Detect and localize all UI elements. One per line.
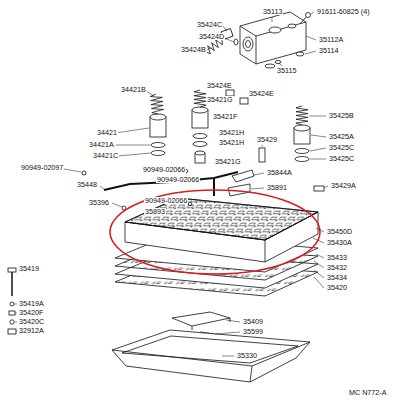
callout-number: 35891 (266, 184, 288, 191)
callout-number: MC N772-A (348, 389, 388, 396)
spring (150, 94, 163, 114)
bolt (11, 272, 13, 296)
callout-number: 35425C (328, 144, 355, 151)
callout-number: 35419 (18, 265, 40, 272)
callout-number: 35432 (326, 264, 348, 271)
callout-number: 35893 (144, 208, 166, 215)
callout-number: 35425A (328, 133, 355, 140)
spring (296, 106, 308, 125)
callout-number: 34421A (88, 141, 115, 148)
callout-number: 90949-02066 (144, 197, 188, 204)
highlight-ellipse (110, 190, 320, 274)
spring (206, 40, 222, 54)
bolt (314, 186, 324, 191)
callout-number: 90949-02066 (142, 166, 186, 173)
callout-number: 35115 (276, 67, 297, 74)
callout-number: 35421H (218, 129, 245, 136)
callout-number: 35844A (266, 169, 293, 176)
callout-number: 90949-02066 (156, 176, 200, 183)
callout-number: 35448 (76, 181, 98, 188)
oil-pan (112, 330, 310, 366)
callout-number: 35433 (326, 254, 348, 261)
callout-number: 34421B (120, 86, 147, 93)
callout-number: 35450D (326, 228, 353, 235)
callout-number: 35420F (18, 309, 44, 316)
callout-number: 35420 (326, 284, 348, 291)
callout-number: 35425B (328, 112, 355, 119)
callout-number: 35429 (256, 136, 278, 143)
callout-number: 35424C (196, 21, 223, 28)
callout-number: 35421F (212, 113, 238, 120)
oil-tube (104, 172, 238, 190)
callout-number: 35421G (206, 96, 234, 103)
bolt (306, 13, 311, 18)
callout-number: 35419A (18, 300, 45, 307)
callout-number: 35429A (330, 182, 357, 189)
parts (8, 12, 324, 382)
strainer (172, 312, 230, 326)
check-ball (82, 171, 86, 175)
callout-number: 90949-02097 (20, 164, 64, 171)
callout-number: 34421 (96, 129, 118, 136)
valve-housing (240, 12, 306, 64)
callout-number: 91611-60825 (4) (316, 8, 371, 15)
spring (194, 90, 206, 107)
callout-number: 35112A (318, 36, 344, 43)
leader-lines (14, 12, 328, 356)
callout-number: 35113 (262, 8, 283, 15)
callout-number: 35396 (88, 199, 110, 206)
callout-number: 35409 (242, 318, 264, 325)
callout-number: 35430A (326, 239, 353, 246)
callout-number: 35330 (236, 352, 258, 359)
callout-number: 35424E (206, 82, 233, 89)
callout-number: 35114 (318, 47, 339, 54)
callout-number: 35425C (328, 155, 355, 162)
o-ring (265, 64, 275, 68)
callout-number: 34421C (92, 152, 119, 159)
callout-number: 35434 (326, 274, 348, 281)
callout-number: 35421G (214, 158, 242, 165)
callout-number: 35599 (242, 328, 264, 335)
callout-number: 35424D (198, 33, 225, 40)
o-ring (151, 143, 165, 148)
callout-number: 35424E (248, 90, 275, 97)
callout-number: 32912A (18, 327, 45, 334)
callout-number: 35424B (180, 46, 207, 53)
springs (150, 40, 308, 125)
callout-number: 35421H (218, 139, 245, 146)
callout-number: 35420C (18, 318, 45, 325)
